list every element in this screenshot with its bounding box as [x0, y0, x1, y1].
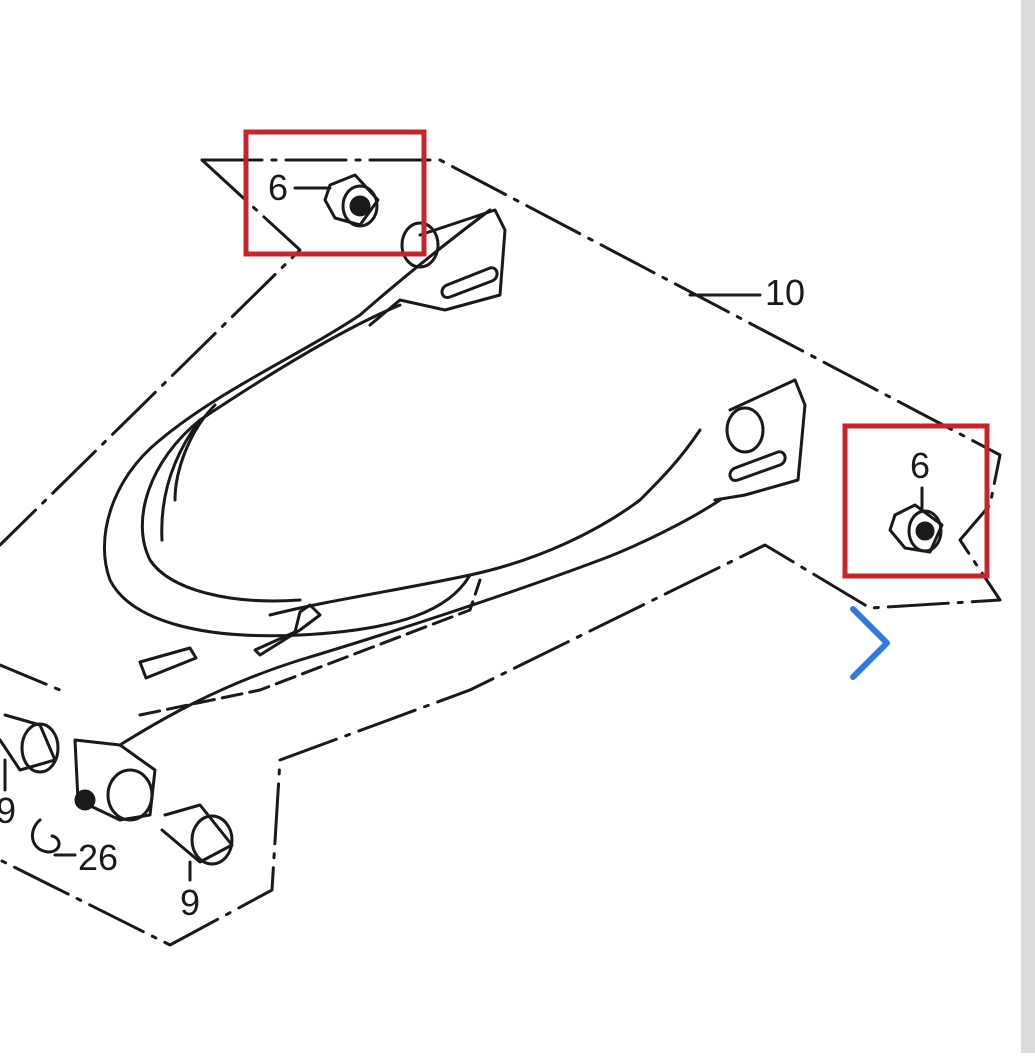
- right-arm-slot: [728, 450, 787, 482]
- swingarm-contour-1: [173, 403, 217, 502]
- chevron-right-icon: [850, 606, 890, 680]
- chain-guide-dash: [138, 578, 482, 717]
- highlight-box-right: [842, 423, 990, 579]
- swingarm-outer: [102, 208, 492, 638]
- bushing-9-left: [0, 713, 57, 772]
- left-arm-pivot-hole: [400, 221, 440, 269]
- small-tab: [138, 646, 198, 680]
- right-arm-pivot-hole: [725, 406, 765, 454]
- bushing-6-top-end: [341, 184, 379, 228]
- chain-guide-bracket: [253, 603, 322, 657]
- next-image-button[interactable]: [838, 598, 902, 688]
- reference-plane-outline: [0, 158, 1002, 947]
- right-arm-plate: [713, 378, 807, 502]
- viewer-edge: [1021, 0, 1035, 1053]
- callout-26: 26: [78, 837, 118, 878]
- reference-plane-left: [0, 158, 302, 547]
- bushing-6-top-bore: [349, 195, 371, 217]
- reference-plane-edge: [0, 663, 62, 692]
- swingarm-inner: [140, 303, 402, 603]
- bushing-9-right-end: [190, 814, 234, 866]
- right-arm-body: [268, 428, 702, 617]
- callout-9-right: 9: [180, 882, 200, 923]
- right-arm-lower: [118, 498, 722, 747]
- bushing-6-right-end: [907, 509, 943, 553]
- bushing-6-right-bore: [915, 521, 935, 541]
- left-arm-slot: [440, 266, 499, 299]
- left-arm-plate: [368, 208, 507, 327]
- pivot-tube-end: [106, 768, 154, 822]
- pivot-nut: [74, 789, 96, 811]
- swingarm-contour-2: [160, 418, 202, 542]
- callout-9-left: 9: [0, 790, 16, 831]
- bushing-9-left-end: [20, 722, 60, 774]
- callout-6-right: 6: [910, 445, 930, 486]
- clip-26: [31, 818, 61, 854]
- bushing-6-right: [888, 503, 944, 554]
- callout-6-top: 6: [268, 167, 288, 208]
- highlight-box-top: [243, 129, 427, 257]
- callout-10: 10: [765, 272, 805, 313]
